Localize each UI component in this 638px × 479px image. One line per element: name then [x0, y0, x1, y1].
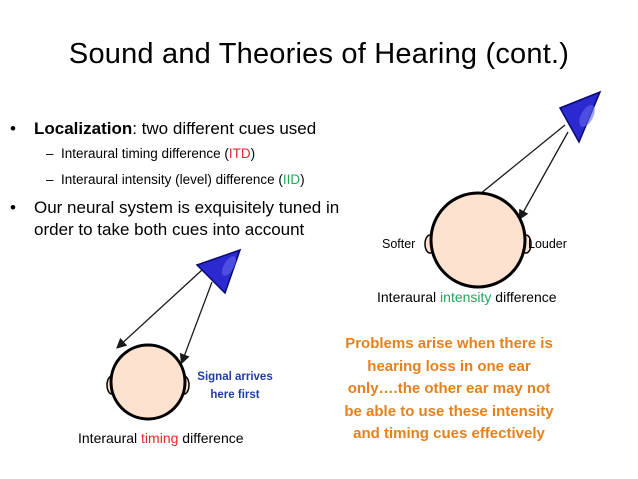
problem-line: be able to use these intensity [344, 402, 554, 420]
timing-diagram [106, 248, 242, 421]
arrow-icon [179, 281, 213, 365]
signal-line-1: Signal arrives [197, 371, 273, 383]
iid-text: Interaural intensity (level) difference … [61, 172, 283, 187]
head-icon [424, 191, 532, 289]
localization-rest: : two different cues used [132, 119, 317, 138]
caption-highlight: intensity [440, 289, 492, 305]
problem-line: and timing cues effectively [353, 425, 545, 442]
bullet-localization: • Localization: two different cues used [10, 118, 316, 140]
caption-highlight: timing [141, 430, 179, 446]
bullet-neural-system: • Our neural system is exquisitely tuned … [10, 197, 339, 241]
iid-close: ) [300, 172, 305, 187]
slide-title: Sound and Theories of Hearing (cont.) [68, 38, 570, 70]
louder-label: Louder [528, 237, 567, 251]
problem-callout: Problems arise when there is hearing los… [318, 333, 580, 446]
iid-abbr: IID [282, 172, 301, 187]
timing-caption: Interaural timing difference [78, 430, 244, 446]
problem-line: Problems arise when there is [345, 335, 553, 352]
arrow-icon [466, 124, 566, 205]
intensity-caption: Interaural intensity difference [377, 289, 557, 305]
problem-line: only….the other ear may not [347, 380, 551, 397]
localization-term: Localization [34, 119, 133, 138]
caption-prefix: Interaural [377, 289, 441, 305]
sub-bullet-itd: – Interaural timing difference (ITD) [46, 145, 255, 163]
bullet-dot-icon: • [10, 119, 16, 138]
intensity-diagram [424, 90, 602, 289]
caption-prefix: Interaural [78, 430, 142, 446]
neural-line-2: order to take both cues into account [34, 220, 305, 239]
signal-line-2: here first [210, 389, 260, 401]
problem-line: hearing loss in one ear [367, 357, 531, 375]
dash-icon: – [46, 146, 62, 161]
signal-arrives-label: Signal arrives here first [185, 368, 285, 404]
softer-label: Softer [382, 237, 416, 251]
head-icon [106, 343, 190, 421]
itd-text: Interaural timing difference ( [61, 146, 229, 161]
itd-close: ) [250, 146, 256, 161]
sub-bullet-iid: – Interaural intensity (level) differenc… [46, 171, 305, 189]
caption-suffix: difference [178, 430, 244, 446]
arrow-icon [518, 131, 569, 221]
caption-suffix: difference [491, 289, 557, 305]
bullet-dot-icon: • [10, 198, 16, 217]
dash-icon: – [46, 172, 62, 187]
neural-line-1: Our neural system is exquisitely tuned i… [34, 198, 340, 217]
itd-abbr: ITD [228, 146, 251, 161]
arrow-icon [116, 269, 203, 349]
